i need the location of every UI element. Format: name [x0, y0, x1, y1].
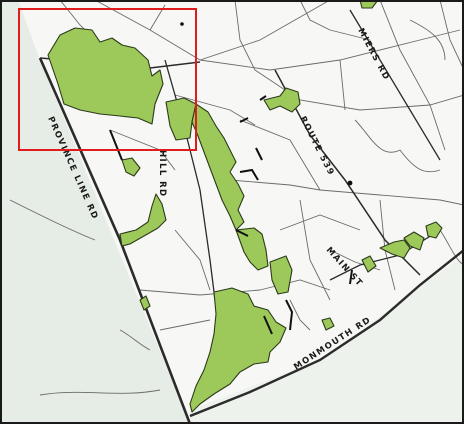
province-line-road — [38, 57, 192, 424]
monmouth-road — [189, 249, 464, 418]
miers-road — [349, 9, 441, 161]
west-region-shading — [0, 0, 190, 424]
parcel-north-center — [165, 97, 197, 141]
parcel-main-st — [361, 255, 377, 273]
parcel-south-large — [189, 287, 287, 413]
parcel-corridor-middle — [235, 227, 269, 271]
minor-roads — [9, 0, 464, 396]
parcel-west-edge — [139, 295, 151, 311]
route-539-marker — [347, 180, 353, 186]
parcel-east-c — [425, 221, 443, 239]
parcel-monmouth-small — [321, 317, 335, 331]
parcel-route-539 — [263, 87, 301, 113]
open-space-parcels — [47, 0, 443, 413]
parcel-corridor-upper — [191, 103, 245, 231]
parcel-east-b — [403, 231, 425, 251]
parcel-west-strip — [121, 157, 141, 177]
label-hill-rd: HILL RD — [157, 150, 167, 197]
parcel-east-small — [269, 255, 293, 295]
main-roads — [38, 9, 464, 424]
parcel-west-hill — [119, 193, 167, 247]
highlight-box — [18, 8, 197, 151]
parcel-northwest — [47, 27, 164, 125]
parcel-east-a — [379, 239, 411, 259]
south-region-shading — [190, 255, 464, 424]
north-marker — [180, 22, 184, 26]
